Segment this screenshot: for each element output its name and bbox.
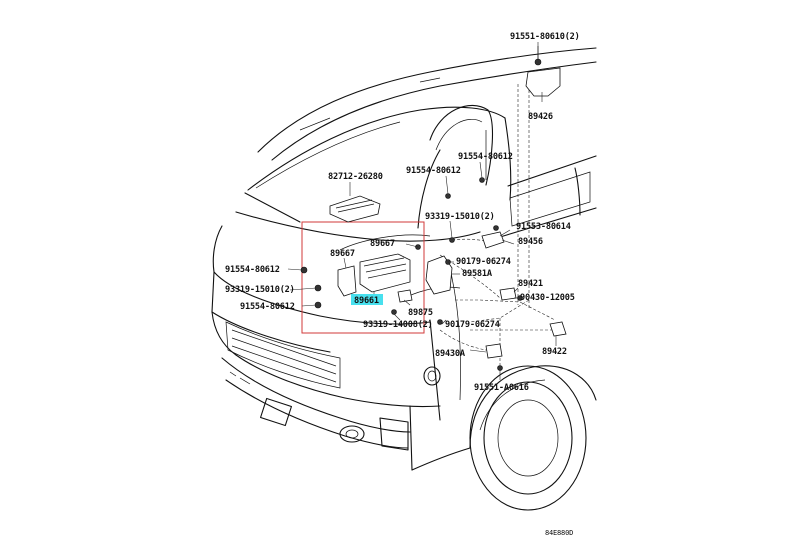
part-89875 — [397, 289, 413, 303]
callout-89421: 89421 — [518, 279, 543, 289]
callout-90179-06274-a: 90179-06274 — [456, 257, 511, 267]
callout-82712-26280: 82712-26280 — [328, 172, 383, 182]
callout-93319-14008: 93319-14008(2) — [363, 320, 433, 330]
part-82712-26280 — [329, 195, 381, 223]
callout-89422: 89422 — [542, 347, 567, 357]
callout-90179-06274-b: 90179-06274 — [445, 320, 500, 330]
callout-93319-15010-b: 93319-15010(2) — [225, 285, 295, 295]
ecu-area-box — [301, 221, 425, 334]
part-89430a — [485, 343, 503, 359]
highlight-89661 — [351, 294, 383, 305]
drawing-code: 84E880D — [545, 529, 573, 537]
callout-labels: 91551-80610(2) 89426 91554-80612 91554-8… — [225, 32, 580, 537]
callout-91551-a0616: 91551-A0616 — [474, 383, 529, 393]
part-89421 — [499, 287, 517, 301]
callout-89456: 89456 — [518, 237, 543, 247]
callout-89875: 89875 — [408, 308, 433, 318]
callout-89426: 89426 — [528, 112, 553, 122]
part-89581a — [425, 255, 453, 295]
leader-lines — [287, 42, 557, 380]
callout-91554-80612-d: 91554-80612 — [240, 302, 295, 312]
part-89456 — [481, 231, 505, 249]
callout-91554-80612-b: 91554-80612 — [406, 166, 461, 176]
callout-91554-80612-c: 91554-80612 — [225, 265, 280, 275]
callout-89430a: 89430A — [435, 349, 466, 359]
callout-91551-80610: 91551-80610(2) — [510, 32, 580, 42]
part-89661-ecu — [359, 253, 411, 293]
callout-89667-a: 89667 — [370, 239, 395, 249]
part-89422 — [549, 321, 567, 337]
callout-89581a: 89581A — [462, 269, 493, 279]
callout-91554-80612-a: 91554-80612 — [458, 152, 513, 162]
callout-90430-12005: 90430-12005 — [520, 293, 575, 303]
callout-91553-80614: 91553-80614 — [516, 222, 571, 232]
callout-89661: 89661 — [354, 296, 379, 306]
callout-89667-b: 89667 — [330, 249, 355, 259]
parts — [300, 46, 567, 371]
callout-93319-15010-a: 93319-15010(2) — [425, 212, 495, 222]
part-89426 — [525, 67, 561, 97]
part-89667-left — [337, 265, 357, 297]
vehicle-body — [211, 47, 597, 511]
